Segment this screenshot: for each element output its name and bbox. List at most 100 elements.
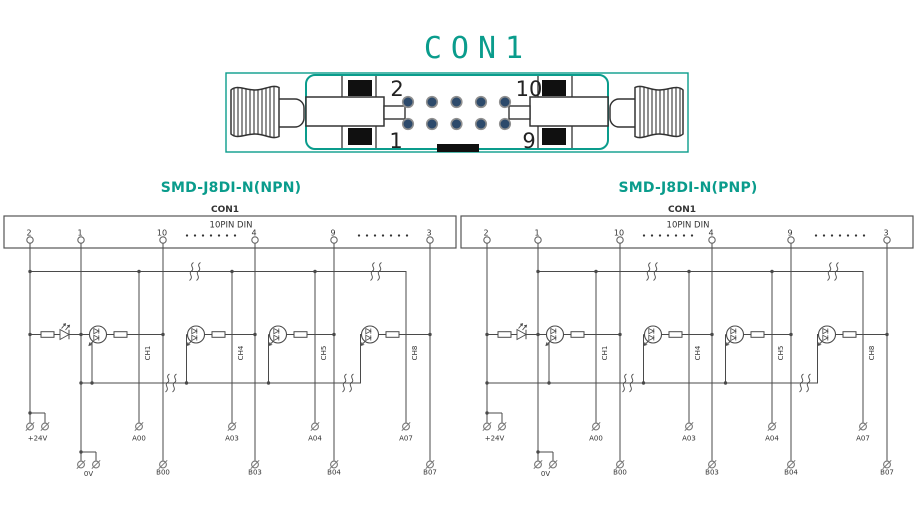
resistor (385, 331, 400, 338)
ellipsis-dot (846, 234, 850, 237)
optocoupler (186, 325, 206, 344)
optocoupler (725, 325, 745, 344)
connector-title: CON1 (423, 31, 533, 66)
channel-label: CH8 (868, 346, 876, 361)
schematic-npn-title: SMD-J8DI-N(NPN) (160, 180, 302, 196)
header-pin-number: 4 (251, 229, 256, 238)
junction-dot (618, 332, 622, 337)
junction-dot (536, 269, 540, 274)
optocoupler (545, 325, 565, 344)
ellipsis-dot (389, 234, 393, 237)
sch-con1-label: CON1 (211, 205, 239, 215)
header-pin-number: 3 (426, 229, 431, 238)
optocoupler (88, 325, 108, 344)
header-pin-circle (483, 236, 491, 244)
ellipsis-dot (405, 234, 409, 237)
resistor (668, 331, 683, 338)
pin-label-top-left: 2 (390, 77, 403, 101)
bottom-notch (437, 144, 479, 152)
junction-dot (332, 332, 336, 337)
resistor (497, 331, 512, 338)
screw-shaft (529, 96, 609, 127)
terminal-label-b: B04 (327, 469, 341, 477)
ellipsis-dot (650, 234, 654, 237)
terminal-label-b: B07 (880, 469, 894, 477)
pin-dot (498, 95, 512, 109)
terminal-label-b: B07 (423, 469, 437, 477)
junction-dot (266, 381, 271, 385)
junction-dot (313, 269, 317, 274)
junction-dot (161, 332, 165, 337)
terminal-label-a: A04 (308, 435, 322, 443)
header-pin-number: 9 (330, 229, 335, 238)
header-pin-circle (330, 236, 338, 244)
header-pin-number: 10 (614, 229, 624, 238)
junction-dot (28, 411, 32, 415)
junction-dot (723, 381, 728, 385)
pin-header-box (460, 215, 914, 249)
optocoupler (360, 325, 380, 344)
junction-dot (137, 269, 141, 274)
sch-con1-label: CON1 (668, 205, 696, 215)
header-pin-circle (159, 236, 167, 244)
junction-dot (485, 411, 489, 415)
ellipsis-dot (381, 234, 385, 237)
ellipsis-dot (674, 234, 678, 237)
header-pin-circle (534, 236, 542, 244)
pin-dot (474, 95, 488, 109)
screw-tip (383, 105, 406, 120)
header-pin-number: 9 (787, 229, 792, 238)
header-pin-number: 10 (157, 229, 167, 238)
channel-label: CH1 (601, 346, 609, 361)
terminal-label-b: B03 (705, 469, 719, 477)
ellipsis-dot (397, 234, 401, 237)
header-pin-circle (787, 236, 795, 244)
junction-dot (770, 269, 774, 274)
right-thumbscrew-knob (634, 85, 684, 139)
ellipsis-dot (642, 234, 646, 237)
polarize-block (542, 80, 566, 96)
optocoupler (817, 325, 837, 344)
terminal-label-a: A07 (856, 435, 870, 443)
ellipsis-dot (862, 234, 866, 237)
header-pin-number: 1 (534, 229, 539, 238)
terminal-label-a: A03 (225, 435, 239, 443)
resistor (40, 331, 55, 338)
ellipsis-dot (225, 234, 229, 237)
schematic-pnp-title: SMD-J8DI-N(PNP) (618, 180, 758, 196)
header-pin-number: 3 (883, 229, 888, 238)
polarize-block (542, 128, 566, 145)
resistor (750, 331, 765, 338)
junction-dot (428, 332, 432, 337)
ellipsis-dot (357, 234, 361, 237)
junction-dot (90, 381, 94, 385)
header-pin-number: 1 (77, 229, 82, 238)
left-thumbscrew-knob (230, 85, 280, 139)
header-pin-circle (708, 236, 716, 244)
ellipsis-dot (217, 234, 221, 237)
pin-dot (498, 117, 512, 131)
pin-label-top-right: 10 (516, 77, 543, 101)
pin-dot (401, 95, 415, 109)
header-pin-circle (77, 236, 85, 244)
ellipsis-dot (201, 234, 205, 237)
pin-dot (425, 117, 439, 131)
ellipsis-dot (830, 234, 834, 237)
junction-dot (230, 269, 234, 274)
optocoupler (268, 325, 288, 344)
terminal-label-b: B04 (784, 469, 798, 477)
screw-tip (508, 105, 531, 120)
ellipsis-dot (373, 234, 377, 237)
junction-dot (184, 381, 189, 385)
header-pin-circle (883, 236, 891, 244)
pin-dot (425, 95, 439, 109)
channel-label: CH1 (144, 346, 152, 361)
screw-shaft (305, 96, 385, 127)
pin-type-label: 10PIN DIN (667, 221, 710, 231)
terminal-label-a: A03 (682, 435, 696, 443)
terminal-label-24v: +24V (485, 435, 505, 443)
